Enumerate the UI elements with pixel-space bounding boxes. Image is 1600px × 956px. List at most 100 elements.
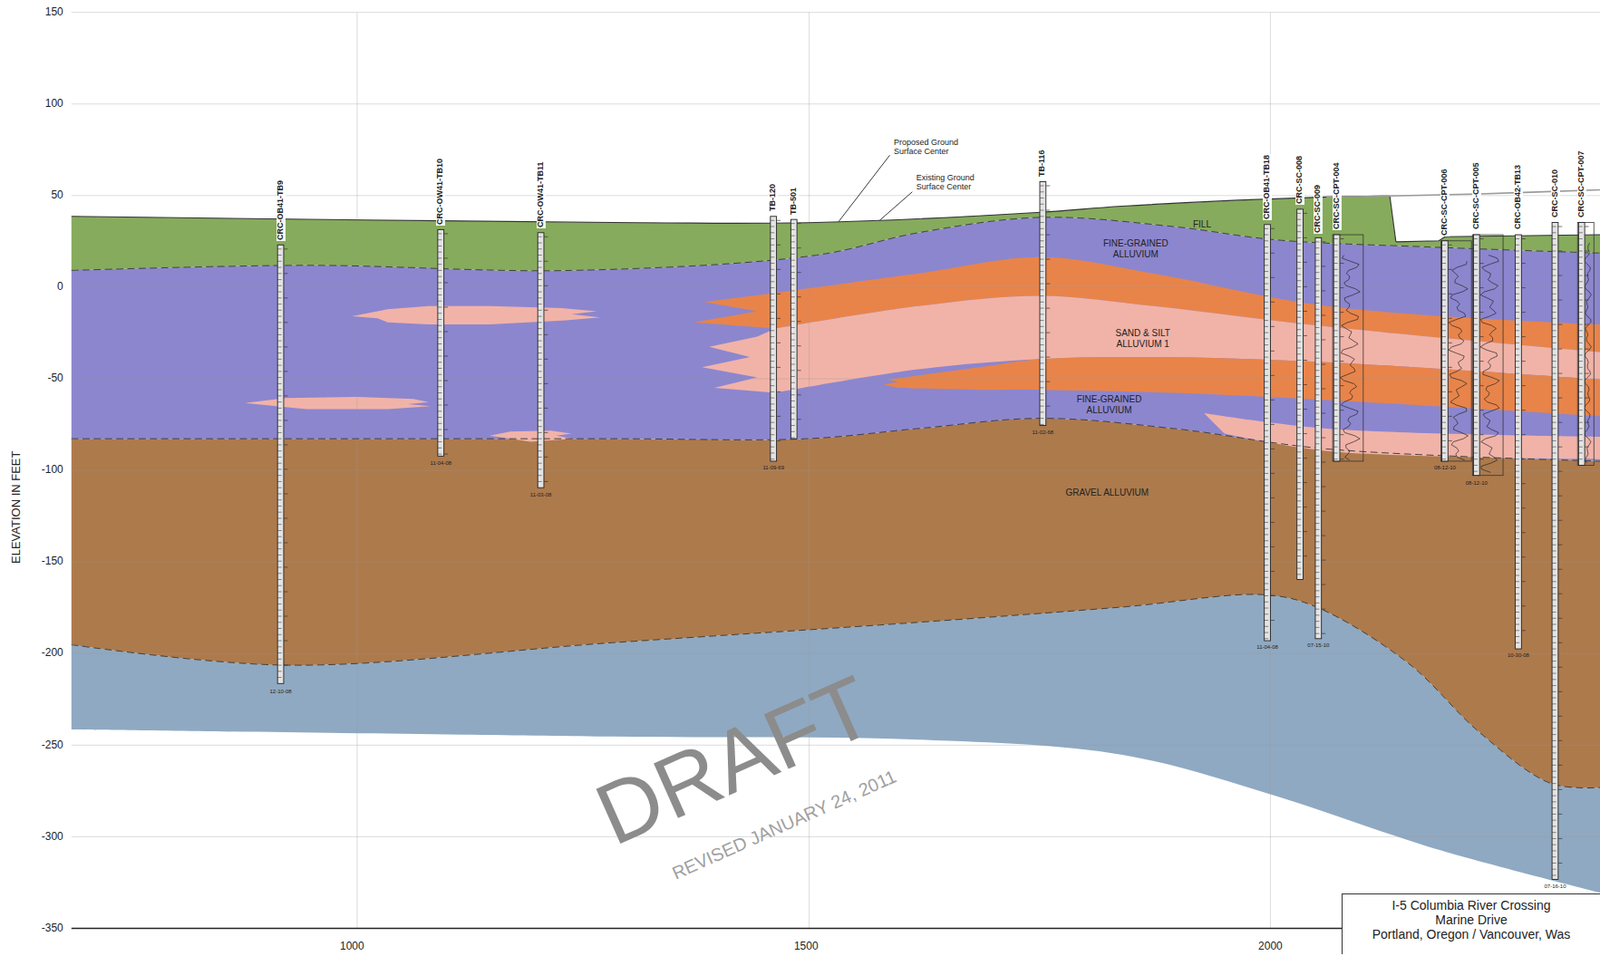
log-tick: [1578, 256, 1583, 258]
log-tick: [1473, 244, 1478, 246]
log-tick: [277, 279, 282, 281]
boring-date: 07-15-10: [1307, 642, 1329, 650]
log-tick: [1551, 605, 1557, 607]
log-tick: [1297, 384, 1302, 386]
sample-tick: [283, 640, 289, 642]
log-tick: [1333, 458, 1339, 460]
log-tick: [1551, 600, 1557, 602]
grid-line: [71, 11, 1600, 13]
sample-tick: [1584, 251, 1590, 253]
log-tick: [1515, 281, 1521, 282]
log-tick: [437, 355, 443, 357]
log-tick: [1578, 342, 1583, 344]
log-tick: [277, 610, 282, 611]
log-tick: [537, 321, 543, 323]
log-tick: [1551, 434, 1557, 436]
log-tick: [1578, 305, 1583, 307]
sample-tick: [1584, 300, 1590, 301]
log-tick: [277, 640, 282, 642]
boring-name: CRC-OB41-TB9: [276, 179, 286, 242]
sample-tick: [1046, 185, 1051, 187]
log-tick: [1515, 440, 1521, 442]
log-tick: [790, 284, 796, 286]
log-tick: [1264, 473, 1270, 475]
log-tick: [277, 536, 282, 538]
sample-tick: [1321, 633, 1327, 635]
log-tick: [277, 395, 282, 397]
log-tick: [1551, 722, 1557, 724]
log-tick: [1315, 302, 1320, 304]
log-tick: [1551, 311, 1557, 313]
log-tick: [1551, 709, 1557, 711]
unit-label: FINE-GRAINED ALLUVIUM: [1095, 238, 1177, 260]
sample-tick: [1321, 314, 1327, 316]
sample-tick: [796, 345, 802, 347]
log-tick: [277, 377, 282, 379]
sample-tick: [543, 285, 549, 287]
log-tick: [790, 309, 796, 311]
sample-tick: [1321, 535, 1327, 537]
log-tick: [1297, 261, 1302, 263]
log-tick: [1578, 416, 1583, 417]
log-tick: [1515, 373, 1521, 375]
sample-tick: [1046, 406, 1051, 408]
log-tick: [770, 336, 776, 338]
boring-date: 11-09-69: [762, 465, 785, 472]
sample-tick: [1447, 367, 1453, 369]
sample-tick: [1321, 437, 1327, 439]
axis-number: 50: [50, 189, 63, 202]
sample-tick: [1270, 595, 1275, 597]
log-tick: [1297, 421, 1302, 423]
log-tick: [1039, 368, 1045, 370]
log-tick: [437, 368, 443, 369]
log-tick: [1515, 489, 1521, 491]
log-tick: [1039, 411, 1045, 413]
log-tick: [1315, 351, 1320, 353]
log-tick: [1039, 332, 1045, 334]
log-tick: [1264, 289, 1270, 291]
log-tick: [277, 432, 282, 434]
log-tick: [277, 321, 282, 323]
log-tick: [1333, 281, 1339, 282]
log-tick: [1551, 513, 1557, 515]
sample-tick: [1270, 497, 1275, 499]
log-tick: [1551, 838, 1557, 840]
log-tick: [1297, 390, 1302, 392]
borehole-log: [1264, 224, 1271, 641]
log-tick: [1578, 446, 1583, 448]
borehole-log: [277, 244, 284, 684]
log-tick: [1039, 277, 1045, 279]
log-tick: [1578, 269, 1583, 271]
log-tick: [1551, 336, 1557, 338]
log-tick: [1551, 349, 1557, 350]
log-tick: [437, 398, 443, 400]
log-tick: [1551, 574, 1557, 576]
log-tick: [1315, 394, 1320, 396]
log-tick: [1442, 385, 1447, 387]
unit-name: FILL: [1174, 219, 1230, 231]
sample-tick: [283, 493, 289, 495]
sample-tick: [1321, 339, 1327, 340]
sample-tick: [1302, 384, 1308, 386]
log-tick: [437, 252, 443, 253]
log-tick: [1333, 367, 1339, 369]
sample-tick: [1521, 483, 1526, 485]
log-tick: [1515, 600, 1521, 602]
log-tick: [1264, 393, 1270, 395]
log-tick: [1515, 574, 1521, 576]
log-tick: [537, 285, 543, 287]
sample-tick: [1046, 283, 1051, 285]
log-tick: [770, 300, 776, 301]
cpt-frame: [1440, 241, 1472, 462]
log-tick: [1315, 327, 1320, 329]
sample-tick: [1321, 413, 1327, 415]
log-tick: [537, 328, 543, 330]
sample-tick: [543, 261, 549, 262]
log-tick: [1297, 457, 1302, 459]
sample-tick: [1584, 373, 1590, 375]
sample-tick: [283, 297, 289, 299]
sample-tick: [1270, 522, 1275, 524]
silt-lens: [351, 306, 601, 325]
log-tick: [770, 440, 776, 442]
log-tick: [437, 281, 443, 283]
